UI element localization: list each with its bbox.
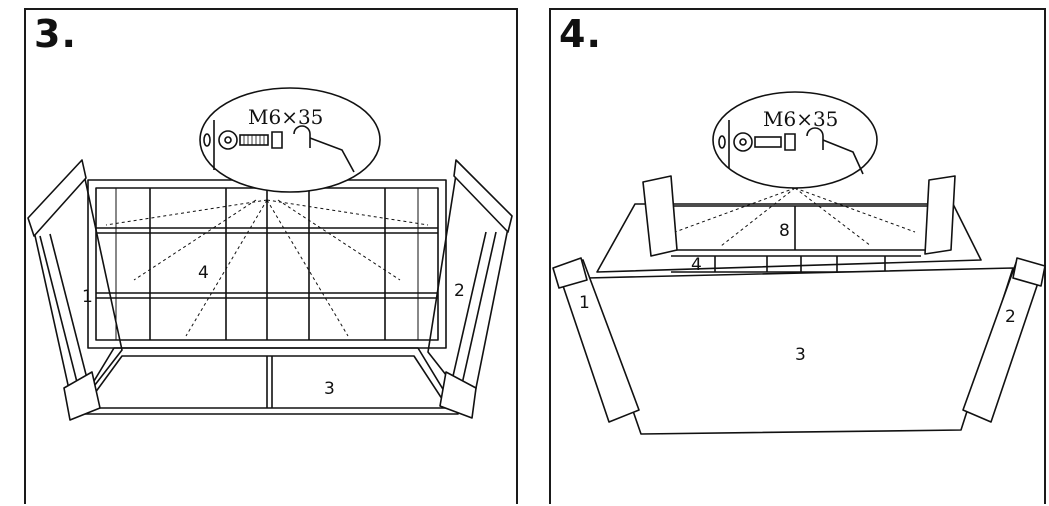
step-4-label-1: 1: [579, 293, 590, 313]
step-4-label-4: 4: [691, 255, 702, 275]
step-3-label-2: 2: [454, 281, 465, 301]
step-4-number: 4.: [559, 12, 602, 56]
step-3-callout-text: M6×35: [248, 105, 323, 129]
top-panel: [666, 205, 930, 251]
step-4-label-3: 3: [795, 345, 806, 365]
step-3-label-3: 3: [324, 379, 335, 399]
step-4-panel: 4.: [549, 8, 1046, 504]
step-3-label-1: 1: [82, 287, 93, 307]
step-3-panel: 3.: [24, 8, 518, 504]
step-4-label-2: 2: [1005, 307, 1016, 327]
right-side-panel: [427, 161, 511, 409]
step-4-label-8: 8: [779, 221, 790, 241]
step-4-callout-text: M6×35: [763, 107, 838, 131]
step-4-diagram: M6×35 1 2 3 4 8: [552, 91, 1046, 435]
step-3-diagram: M6×35 1 2 3 4: [27, 87, 513, 421]
bottom-panel: [73, 347, 459, 415]
step-3-label-4: 4: [198, 263, 209, 283]
step-3-number: 3.: [34, 12, 77, 56]
hardware-callout: [199, 87, 381, 193]
